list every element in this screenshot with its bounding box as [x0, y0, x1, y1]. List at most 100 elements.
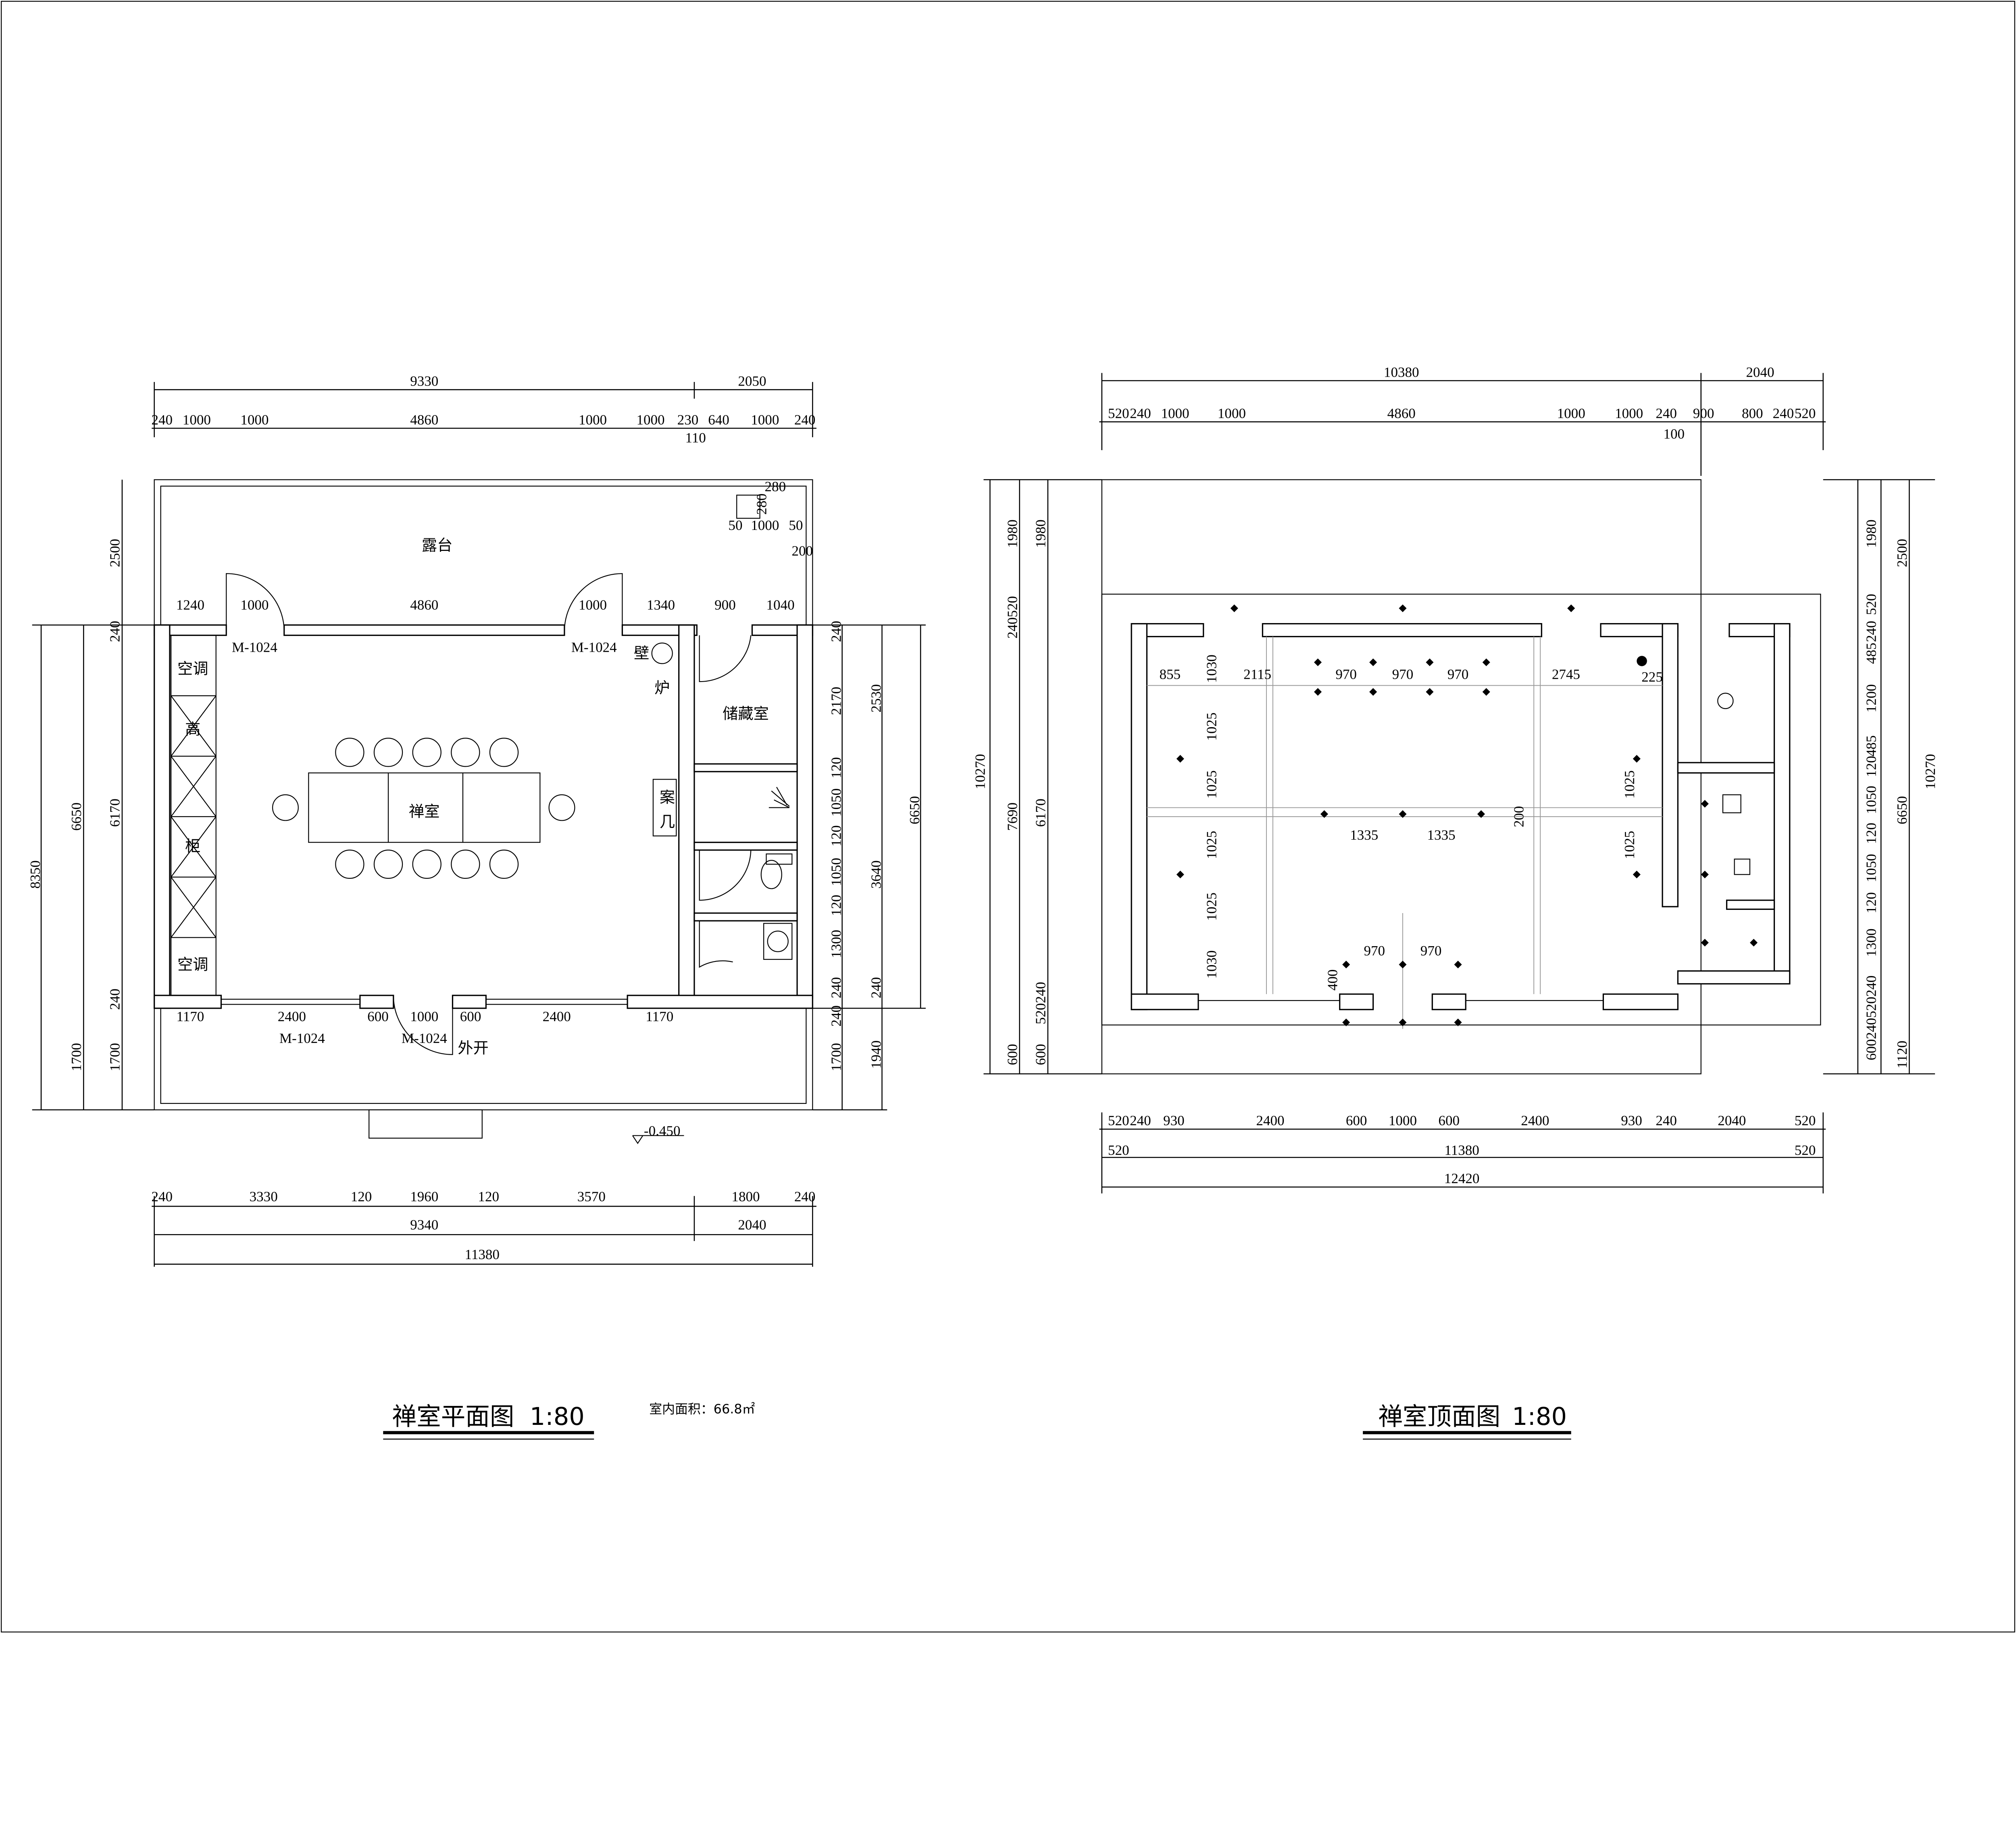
dimension-text: 10270: [973, 754, 988, 789]
dimension-text: 520: [1108, 405, 1129, 421]
roof-outline: [1101, 479, 1702, 1074]
dimension-text: 240: [1130, 1113, 1151, 1128]
dimension-text: 240: [1656, 1113, 1677, 1128]
dimension-text: 520: [1795, 405, 1816, 421]
downlight-icon: [1633, 870, 1641, 878]
dimension-text: 1000: [579, 412, 607, 428]
side-table-label-1: 案: [660, 788, 675, 807]
dimension-text: 2040: [1718, 1113, 1746, 1128]
downlight-icon: [1176, 870, 1184, 878]
dimension-text: 4860: [410, 412, 438, 428]
dimension-text: 7690: [1004, 803, 1020, 831]
floor-plan: 露台 禅室 储藏室 壁 炉 案 几 空调 高 柜 空调 M-1024 M-102…: [27, 373, 926, 1440]
dimension-text: 3570: [577, 1189, 606, 1204]
dimension-text: 2115: [1243, 667, 1271, 682]
dimension-text: 1940: [868, 1041, 884, 1069]
downlight-icon: [1399, 604, 1407, 612]
dimension-text: 1170: [646, 1009, 673, 1024]
downlight-icon: [1701, 938, 1709, 947]
dimension-text: 800: [1742, 405, 1763, 421]
level-label: -0.450: [644, 1123, 681, 1139]
ceiling-light-icon: [1717, 692, 1734, 709]
downlight-icon: [1477, 810, 1485, 818]
dimension-text: 1300: [828, 930, 844, 958]
cabinet-label-1: 高: [185, 720, 200, 738]
downlight-icon: [1701, 870, 1709, 878]
ceiling-dimension-lines: [983, 373, 1935, 1194]
dimension-text: 110: [685, 430, 706, 446]
dimension-text: 1025: [1622, 831, 1637, 859]
dimension-text: 2400: [278, 1009, 306, 1024]
dimension-text: 600: [367, 1009, 389, 1024]
terrace-inner: [160, 486, 807, 1104]
ceiling-scale: 1:80: [1512, 1403, 1567, 1431]
dimension-text: 240: [828, 1005, 844, 1027]
dimension-text: 900: [1693, 405, 1714, 421]
dimension-text: 400: [1325, 970, 1340, 991]
dimension-text: 520: [1108, 1143, 1129, 1158]
dimension-text: 520240: [1033, 982, 1048, 1024]
dimension-text: 9330: [410, 373, 438, 389]
dimension-text: 120: [1863, 756, 1879, 777]
dimension-text: 240: [828, 621, 844, 642]
level-mark: [632, 1135, 684, 1144]
dimension-text: 100: [1663, 426, 1685, 442]
dimension-text: 600: [460, 1009, 481, 1024]
dimension-text: 2400: [543, 1009, 571, 1024]
dimension-text: 1025: [1204, 893, 1220, 921]
dimension-text: 3640: [868, 860, 884, 888]
eave-outline: [1101, 594, 1821, 1026]
side-table-label-2: 几: [660, 813, 675, 831]
dimension-text: 8350: [27, 860, 43, 888]
ceiling-walls: [1131, 623, 1791, 1010]
dimension-text: 120: [1863, 892, 1879, 913]
dimension-text: 600: [1346, 1113, 1367, 1128]
dimension-text: 12420: [1444, 1171, 1480, 1187]
dimension-text: 120: [1863, 823, 1879, 844]
ceiling-title: 禅室顶面图: [1378, 1403, 1500, 1431]
dimension-text: 1030: [1204, 951, 1220, 979]
dimension-text: 1000: [1557, 405, 1585, 421]
dimension-text: 485: [1863, 735, 1879, 757]
downlight-icon: [1369, 658, 1377, 666]
dimension-text: 930: [1621, 1113, 1642, 1128]
dimension-text: 1050: [1863, 854, 1879, 882]
fireplace-label-2: 炉: [654, 679, 670, 697]
dimension-text: 2170: [828, 687, 844, 715]
ac-label-bottom: 空调: [177, 955, 208, 974]
downlight-icon: [1426, 658, 1434, 666]
dimension-text: 1030: [1204, 655, 1220, 683]
cabinet-label-2: 柜: [185, 837, 200, 855]
dimension-text: 240: [151, 1189, 173, 1204]
meditation-table: [308, 772, 541, 843]
zen-room-label: 禅室: [409, 803, 439, 821]
side-table: [652, 779, 677, 836]
downlight-icon: [1342, 1018, 1350, 1026]
dimension-text: 2500: [1894, 539, 1910, 567]
downlight-icon: [1230, 604, 1238, 612]
dimension-text: 2050: [738, 373, 766, 389]
plan-scale: 1:80: [530, 1403, 585, 1431]
dimension-text: 520: [1795, 1113, 1816, 1128]
door-label: M-1024: [402, 1030, 447, 1046]
dimension-text: 240: [107, 988, 123, 1010]
dimension-text: 10270: [1922, 754, 1938, 789]
dimension-text: 50: [789, 517, 803, 533]
dimension-text: 520: [1108, 1113, 1129, 1128]
dimension-text: 1025: [1204, 713, 1220, 741]
door-label: M-1024: [232, 640, 277, 655]
downlight-icon: [1176, 755, 1184, 763]
dimension-text: 970: [1364, 943, 1385, 959]
dimension-text: 1000: [240, 597, 269, 613]
dimension-text: 240: [794, 412, 816, 428]
dimension-text: 520: [1863, 594, 1879, 615]
dimension-text: 1335: [1350, 827, 1378, 843]
heater-icon: [1722, 794, 1741, 813]
dimension-text: 1050: [1863, 786, 1879, 814]
dimension-text: 2745: [1552, 667, 1580, 682]
dimension-text: 9340: [410, 1217, 438, 1232]
dimension-text: 6650: [69, 803, 84, 831]
dimension-text: 225: [1641, 669, 1663, 685]
downlight-icon: [1426, 688, 1434, 696]
